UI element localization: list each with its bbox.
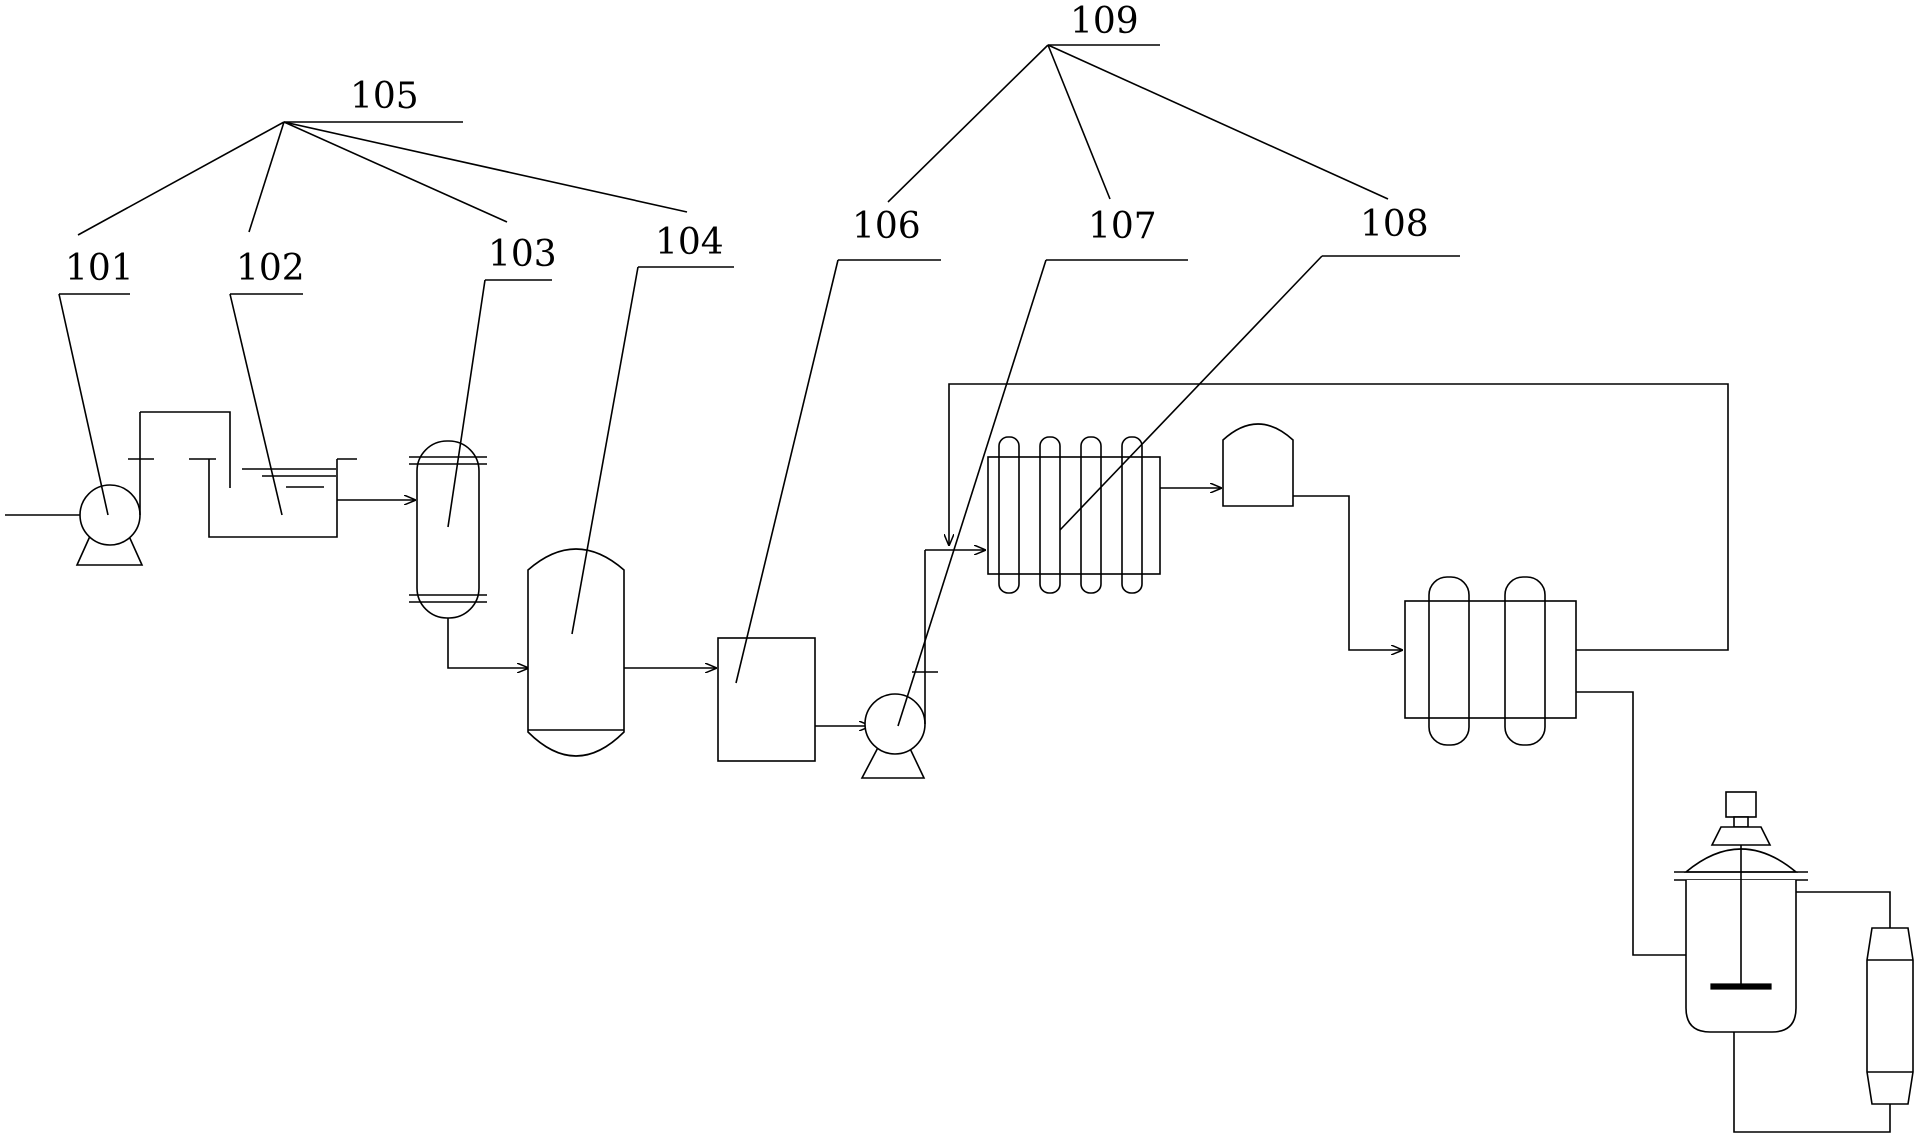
label-leaders (58, 255, 1460, 727)
tank-102 (189, 458, 357, 538)
leader-group-109 (887, 44, 1389, 203)
column-pair (1404, 576, 1577, 746)
reactor-motor-coupling (1733, 816, 1749, 828)
reactor-motor (1725, 791, 1757, 818)
filter (1866, 927, 1914, 1105)
leader-106 (735, 259, 839, 684)
label-109: 109 (1070, 1, 1139, 42)
leader-108 (1059, 255, 1323, 531)
unit-106 (717, 637, 816, 762)
pump-101-casing (79, 484, 141, 546)
leader-105-104 (283, 121, 688, 213)
pipe-101-102 (140, 411, 231, 488)
pipe-tank-columns (1293, 495, 1402, 650)
leader-105-103 (283, 121, 508, 223)
reference-labels: 105 109 101 102 103 104 106 107 108 (65, 1, 1429, 289)
receiving-tank (1222, 423, 1294, 507)
leader-105-102 (248, 121, 285, 233)
vessel-104-body (527, 548, 625, 757)
pump-101 (5, 412, 154, 566)
membrane-tube-1 (998, 436, 1020, 594)
pipe-filter-reactor (1733, 1032, 1891, 1133)
column-103 (409, 440, 487, 619)
label-105: 105 (350, 76, 419, 117)
label-106: 106 (852, 206, 921, 247)
label-108: 108 (1360, 204, 1429, 245)
reactor (1674, 791, 1808, 1033)
pipe-103-104 (447, 618, 528, 668)
column-pair-frame (1404, 600, 1577, 719)
leader-105-101 (77, 121, 285, 236)
leader-107 (897, 259, 1047, 727)
leader-109-106 (887, 44, 1049, 203)
leader-102 (229, 293, 283, 516)
leader-109-108 (1047, 44, 1389, 200)
membrane-tube-3 (1080, 436, 1102, 594)
pump-107 (860, 550, 938, 779)
pipe-columns-reactor (1576, 691, 1686, 956)
pump-107-casing (864, 693, 926, 755)
agitator-impeller (1710, 983, 1772, 990)
leader-group-105 (77, 121, 688, 236)
pipe-reactor-filter (1796, 891, 1891, 928)
membrane-tube-4 (1121, 436, 1143, 594)
column-pair-right (1504, 576, 1546, 746)
membrane-tube-2 (1039, 436, 1061, 594)
label-101: 101 (65, 248, 134, 289)
label-104: 104 (655, 222, 724, 263)
reactor-drive-mount (1710, 826, 1772, 846)
label-107: 107 (1088, 206, 1157, 247)
vessel-104 (527, 548, 625, 757)
leader-101 (58, 293, 109, 516)
column-pair-left (1428, 576, 1470, 746)
label-102: 102 (236, 248, 305, 289)
leader-109-107 (1047, 44, 1111, 200)
label-103: 103 (488, 234, 557, 275)
recycle-loop (949, 383, 1729, 651)
leader-103 (447, 279, 486, 528)
column-103-body (416, 440, 480, 619)
tank-102-body (208, 459, 338, 538)
leader-104 (571, 266, 639, 635)
